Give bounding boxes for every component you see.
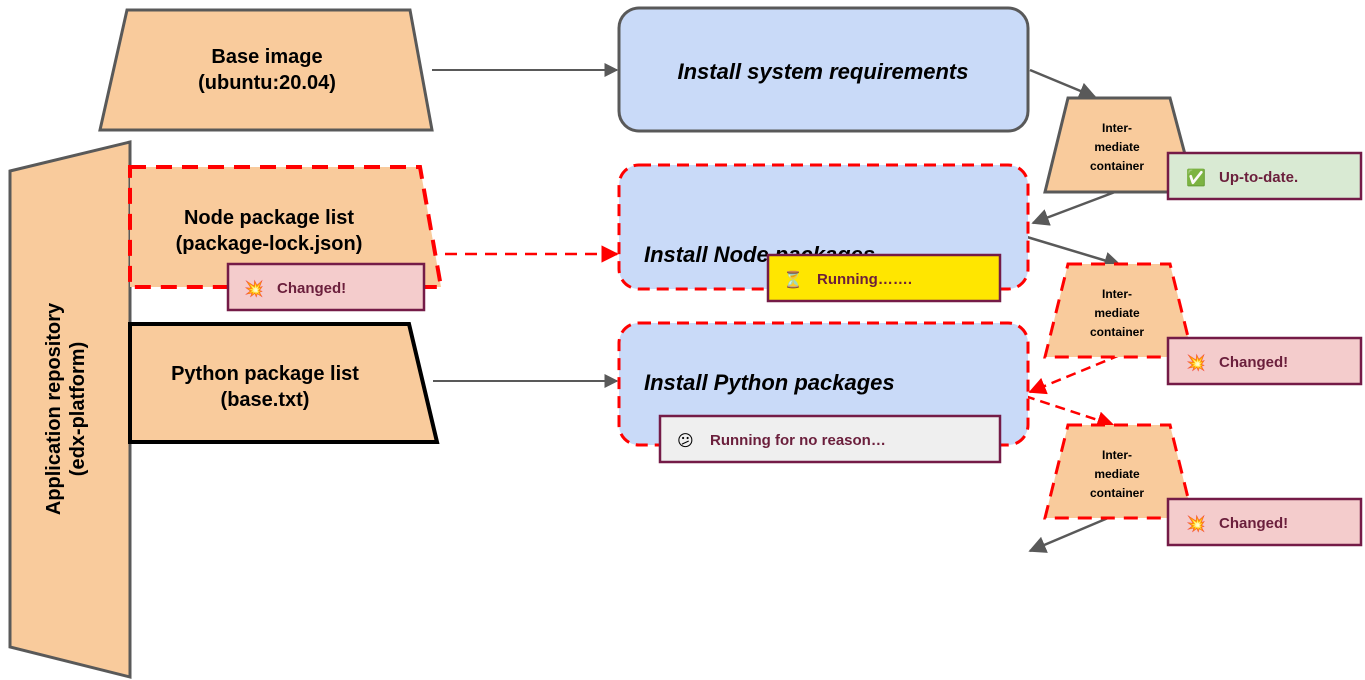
status-badge-c2: 💥 Changed!	[1166, 336, 1363, 386]
base-image-source: Base image (ubuntu:20.04)	[98, 8, 434, 132]
status-badge-c3: 💥 Changed!	[1166, 497, 1363, 547]
container-1-line-3: container	[1090, 159, 1144, 173]
status-badge-c1-text: Up-to-date.	[1219, 169, 1298, 186]
status-badge-node-list-text: Changed!	[277, 280, 346, 297]
collision-icon: 💥	[1186, 353, 1206, 372]
collision-icon: 💥	[1186, 514, 1206, 533]
node-list-subtitle: (package-lock.json)	[176, 233, 363, 255]
arrow-c1-to-node	[1031, 190, 1116, 226]
repo-title: Application repository	[43, 302, 65, 515]
arrow-c3-out	[1028, 516, 1109, 553]
confused-face-icon: 😕	[677, 431, 694, 450]
status-badge-c2-text: Changed!	[1219, 354, 1288, 371]
step-install-system-label: Install system requirements	[677, 59, 968, 84]
arrow-c2-to-python	[1028, 353, 1121, 395]
svg-text:(edx-platform): (edx-platform)	[67, 342, 89, 476]
status-badge-c1: ✅ Up-to-date.	[1166, 151, 1363, 201]
step-install-system: Install system requirements	[617, 6, 1030, 133]
status-badge-node-list: 💥 Changed!	[226, 262, 426, 312]
status-badge-node-step-text: Running…….	[817, 271, 912, 288]
python-list-source: Python package list (base.txt)	[128, 322, 440, 444]
container-3-line-1: Inter-	[1102, 448, 1132, 462]
node-list-source: Node package list (package-lock.json)	[128, 165, 444, 289]
status-badge-c3-text: Changed!	[1219, 515, 1288, 532]
container-1-line-1: Inter-	[1102, 121, 1132, 135]
container-2-line-1: Inter-	[1102, 287, 1132, 301]
svg-text:Application repository: Application repository	[43, 302, 65, 515]
check-icon: ✅	[1186, 168, 1206, 187]
python-list-subtitle: (base.txt)	[221, 389, 310, 411]
container-3-line-3: container	[1090, 486, 1144, 500]
node-list-title: Node package list	[184, 207, 354, 229]
collision-icon: 💥	[244, 279, 264, 298]
arrow-system-to-c1	[1029, 68, 1097, 100]
container-3-line-2: mediate	[1094, 467, 1140, 481]
python-list-title: Python package list	[171, 363, 359, 385]
arrow-node-to-c2	[1026, 235, 1122, 269]
step-install-python: Install Python packages	[617, 321, 1030, 447]
status-badge-node-step: ⏳ Running…….	[766, 253, 1002, 303]
container-2-line-2: mediate	[1094, 306, 1140, 320]
repo-source: Application repository (edx-platform)	[8, 140, 132, 679]
hourglass-icon: ⏳	[783, 270, 803, 289]
status-badge-python-step-text: Running for no reason…	[710, 432, 886, 449]
status-badge-python-step: 😕 Running for no reason…	[658, 414, 1002, 464]
container-2-line-3: container	[1090, 325, 1144, 339]
base-image-title: Base image	[211, 46, 322, 68]
container-1-line-2: mediate	[1094, 140, 1140, 154]
base-image-subtitle: (ubuntu:20.04)	[198, 72, 336, 94]
step-install-python-label: Install Python packages	[644, 370, 895, 395]
arrow-python-to-c3	[1024, 394, 1115, 429]
repo-subtitle: (edx-platform)	[67, 342, 89, 476]
